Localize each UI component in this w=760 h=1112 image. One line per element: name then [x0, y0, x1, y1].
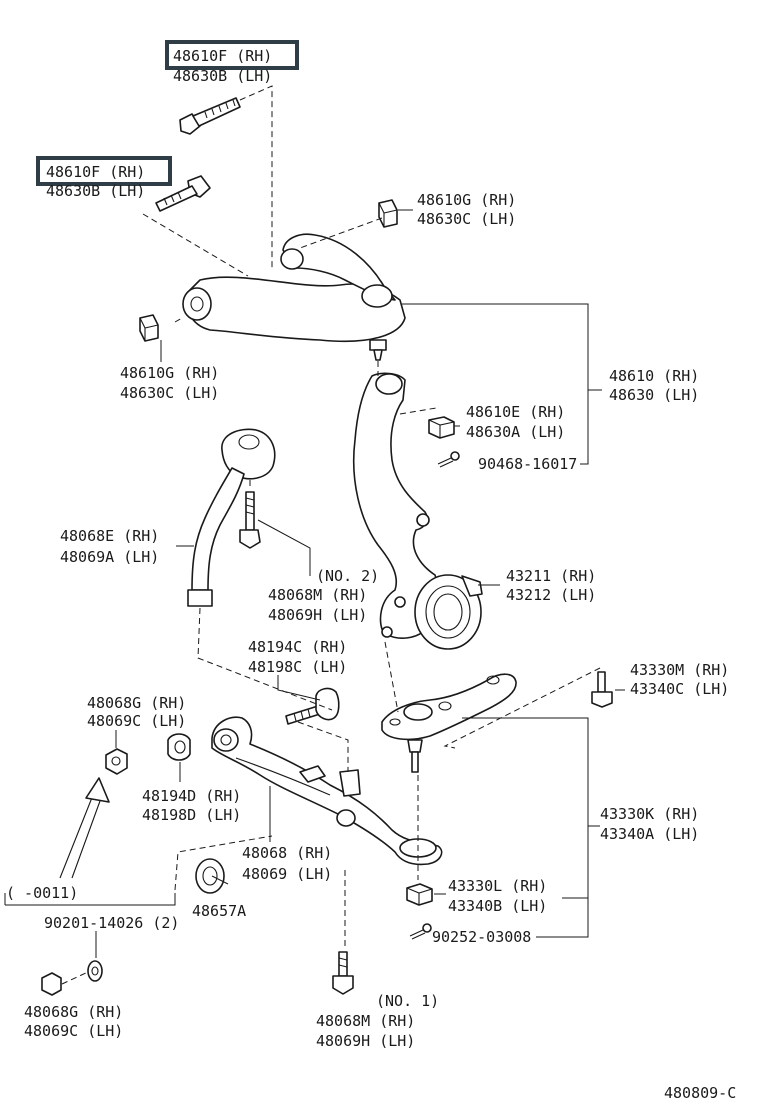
label-strut-rod-lh: 48069A (LH)	[60, 548, 159, 566]
label-no2-tag: (NO. 2)	[316, 567, 379, 585]
label-cotter-upper: 90468-16017	[478, 455, 577, 473]
label-lower-arm-lh: 48069 (LH)	[242, 865, 332, 883]
label-strut-rod-rh: 48068E (RH)	[60, 527, 159, 545]
label-bolt-mid-rh: 48610F (RH)	[46, 163, 145, 181]
label-bolt-no2-lh: 48069H (LH)	[268, 606, 367, 624]
retainer	[195, 858, 225, 894]
label-bolt-no1-lh: 48069H (LH)	[316, 1032, 415, 1050]
label-nut-upper-rh: 48610E (RH)	[466, 403, 565, 421]
label-ball-joint-lh: 43340A (LH)	[600, 825, 699, 843]
strut-rod	[187, 428, 276, 607]
label-nut-left-lh: 48069C (LH)	[87, 712, 186, 730]
label-nut-upper-lh: 48630A (LH)	[466, 423, 565, 441]
label-retainer: 48657A	[192, 902, 246, 920]
label-bolt-lower-rh: 48194C (RH)	[248, 638, 347, 656]
part-labels: 48610F (RH) 48630B (LH) 48610F (RH) 4863…	[6, 47, 736, 1102]
leader-lines	[4, 209, 625, 958]
ball-joint-bolt	[591, 671, 613, 708]
label-nut-bottom-lh: 48069C (LH)	[24, 1022, 123, 1040]
label-bush-ul-rh: 48610G (RH)	[120, 364, 219, 382]
upper-control-arm	[182, 233, 406, 361]
label-bolt-no1-rh: 48068M (RH)	[316, 1012, 415, 1030]
upper-cotter-pin	[437, 451, 460, 468]
lower-arm-washer	[167, 733, 191, 761]
upper-arm-bushing-right	[378, 199, 398, 228]
lower-ball-joint	[381, 673, 517, 773]
highlight-box-mid	[36, 156, 172, 186]
label-ball-joint-rh: 43330K (RH)	[600, 805, 699, 823]
installation-arrows	[59, 777, 110, 879]
label-bolt-no2-rh: 48068M (RH)	[268, 586, 367, 604]
label-nut-left-rh: 48068G (RH)	[87, 694, 186, 712]
label-bolt-ball-lh: 43340C (LH)	[630, 680, 729, 698]
lower-arm-nut-bottom	[41, 960, 103, 996]
label-washer-lh: 48198D (LH)	[142, 806, 241, 824]
label-bolt-mid-lh: 48630B (LH)	[46, 182, 145, 200]
label-nut-ball-rh: 43330L (RH)	[448, 877, 547, 895]
steering-knuckle	[352, 372, 483, 650]
strut-rod-bolt-no2	[239, 491, 261, 549]
label-lower-arm-rh: 48068 (RH)	[242, 844, 332, 862]
label-bush-ul-lh: 48630C (LH)	[120, 384, 219, 402]
label-bolt-top-rh: 48610F (RH)	[173, 47, 272, 65]
label-cotter-lower: 90252-03008	[432, 928, 531, 946]
lower-cotter-pin	[409, 923, 432, 940]
highlight-box-top	[165, 40, 299, 70]
label-bush-ur-rh: 48610G (RH)	[417, 191, 516, 209]
label-bolt-ball-rh: 43330M (RH)	[630, 661, 729, 679]
upper-arm-front-bolt	[179, 97, 241, 135]
label-range-tag: ( -0011)	[6, 884, 78, 902]
upper-arm-rear-bolt	[155, 175, 211, 212]
lower-ball-joint-nut	[406, 883, 433, 906]
lower-arm-bolt-no1	[332, 951, 354, 995]
label-bolt-top-lh: 48630B (LH)	[173, 67, 272, 85]
label-nut-bottom-rh: 48068G (RH)	[24, 1003, 123, 1021]
lower-arm-bolt	[285, 687, 340, 725]
label-nut-ball-lh: 43340B (LH)	[448, 897, 547, 915]
upper-ball-joint-nut	[428, 416, 455, 439]
upper-arm-bushing-left	[139, 314, 159, 342]
diagram-code: 480809-C	[664, 1084, 736, 1102]
label-nut-set: 90201-14026 (2)	[44, 914, 179, 932]
label-bush-ur-lh: 48630C (LH)	[417, 210, 516, 228]
label-no1-tag: (NO. 1)	[376, 992, 439, 1010]
label-upper-arm-lh: 48630 (LH)	[609, 386, 699, 404]
label-bolt-lower-lh: 48198C (LH)	[248, 658, 347, 676]
lower-arm-nut-left	[105, 748, 128, 775]
label-upper-arm-rh: 48610 (RH)	[609, 367, 699, 385]
label-knuckle-lh: 43212 (LH)	[506, 586, 596, 604]
label-washer-rh: 48194D (RH)	[142, 787, 241, 805]
lower-control-arm	[211, 716, 443, 866]
label-knuckle-rh: 43211 (RH)	[506, 567, 596, 585]
